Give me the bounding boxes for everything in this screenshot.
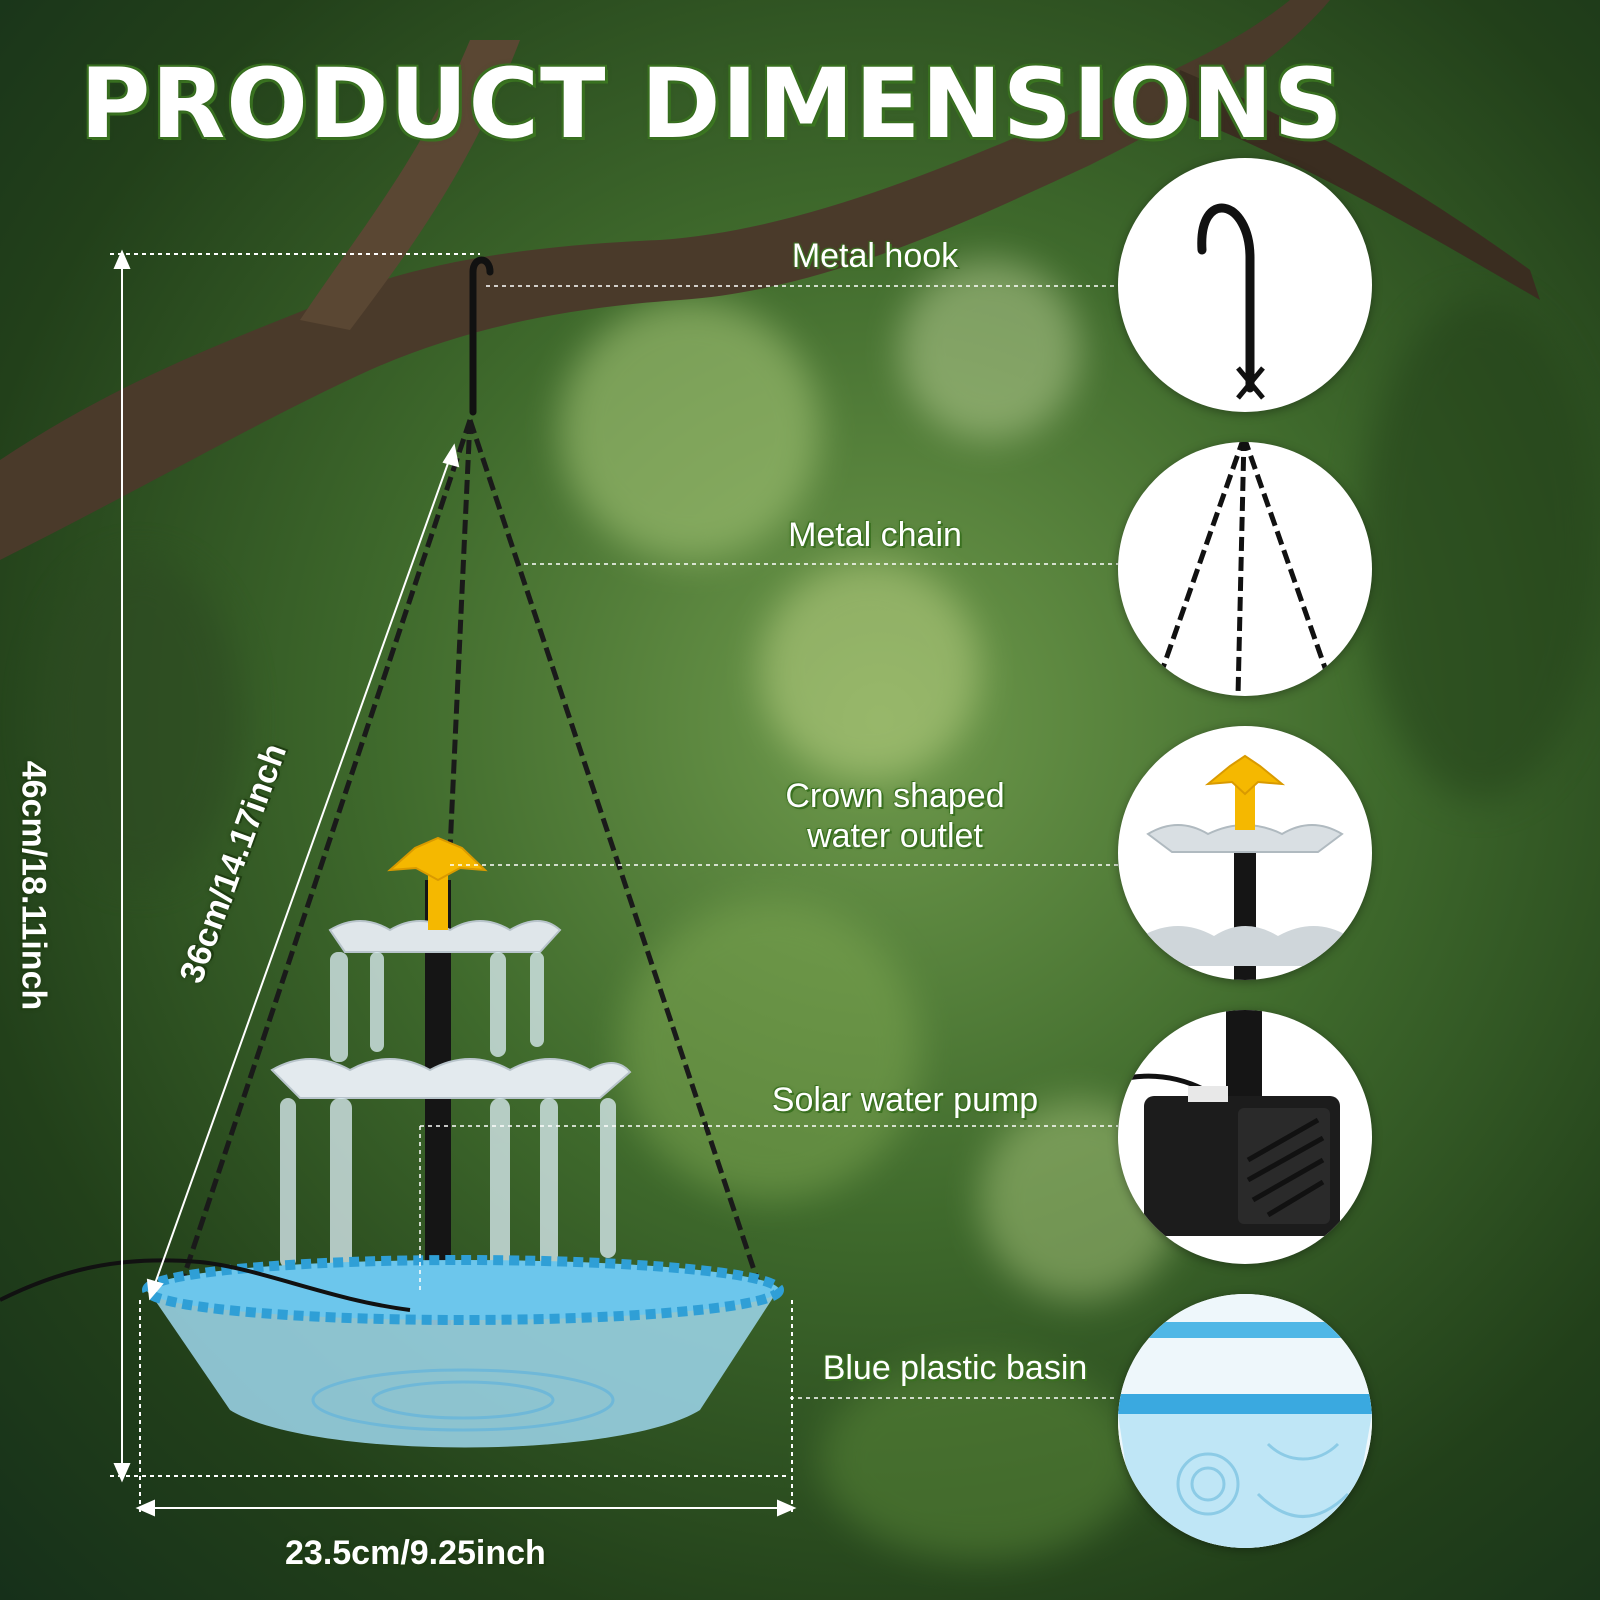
page-title: PRODUCT DIMENSIONS <box>80 48 1344 160</box>
callout-label-metal-hook: Metal hook <box>791 237 959 275</box>
crown-outlet-icon <box>1118 726 1372 980</box>
tree-branch <box>0 0 1330 560</box>
hanging-chains <box>177 419 763 1289</box>
pump-cord <box>0 1258 411 1312</box>
crown-water-outlet <box>387 836 488 930</box>
fountain-pipe <box>425 880 451 1325</box>
width-dimension-label: 23.5cm/9.25inch <box>285 1534 546 1572</box>
metal-chain-icon <box>1118 442 1372 696</box>
chain-dimension-line <box>151 451 453 1293</box>
blue-basin-icon <box>1118 1294 1372 1548</box>
metal-hook-icon <box>1118 158 1372 412</box>
height-dimension-label: 46cm/18.11inch <box>14 760 53 1011</box>
dimension-lines <box>110 249 797 1517</box>
hanging-hook <box>469 256 494 416</box>
blue-basin <box>142 1255 784 1448</box>
fountain-middle-tier <box>270 1058 632 1099</box>
solar-pump-icon <box>1118 1010 1372 1264</box>
fountain-top-tier <box>328 920 562 953</box>
callout-label-solar-pump: Solar water pump <box>771 1081 1039 1119</box>
water-streams <box>280 952 616 1288</box>
branch-fork <box>300 40 520 330</box>
callout-label-crown-outlet: Crown shaped water outlet <box>785 777 1005 855</box>
callout-leaders <box>419 285 1118 1399</box>
callout-label-metal-chain: Metal chain <box>788 516 962 554</box>
background-branch <box>1170 70 1540 300</box>
callout-label-blue-basin: Blue plastic basin <box>822 1349 1088 1387</box>
